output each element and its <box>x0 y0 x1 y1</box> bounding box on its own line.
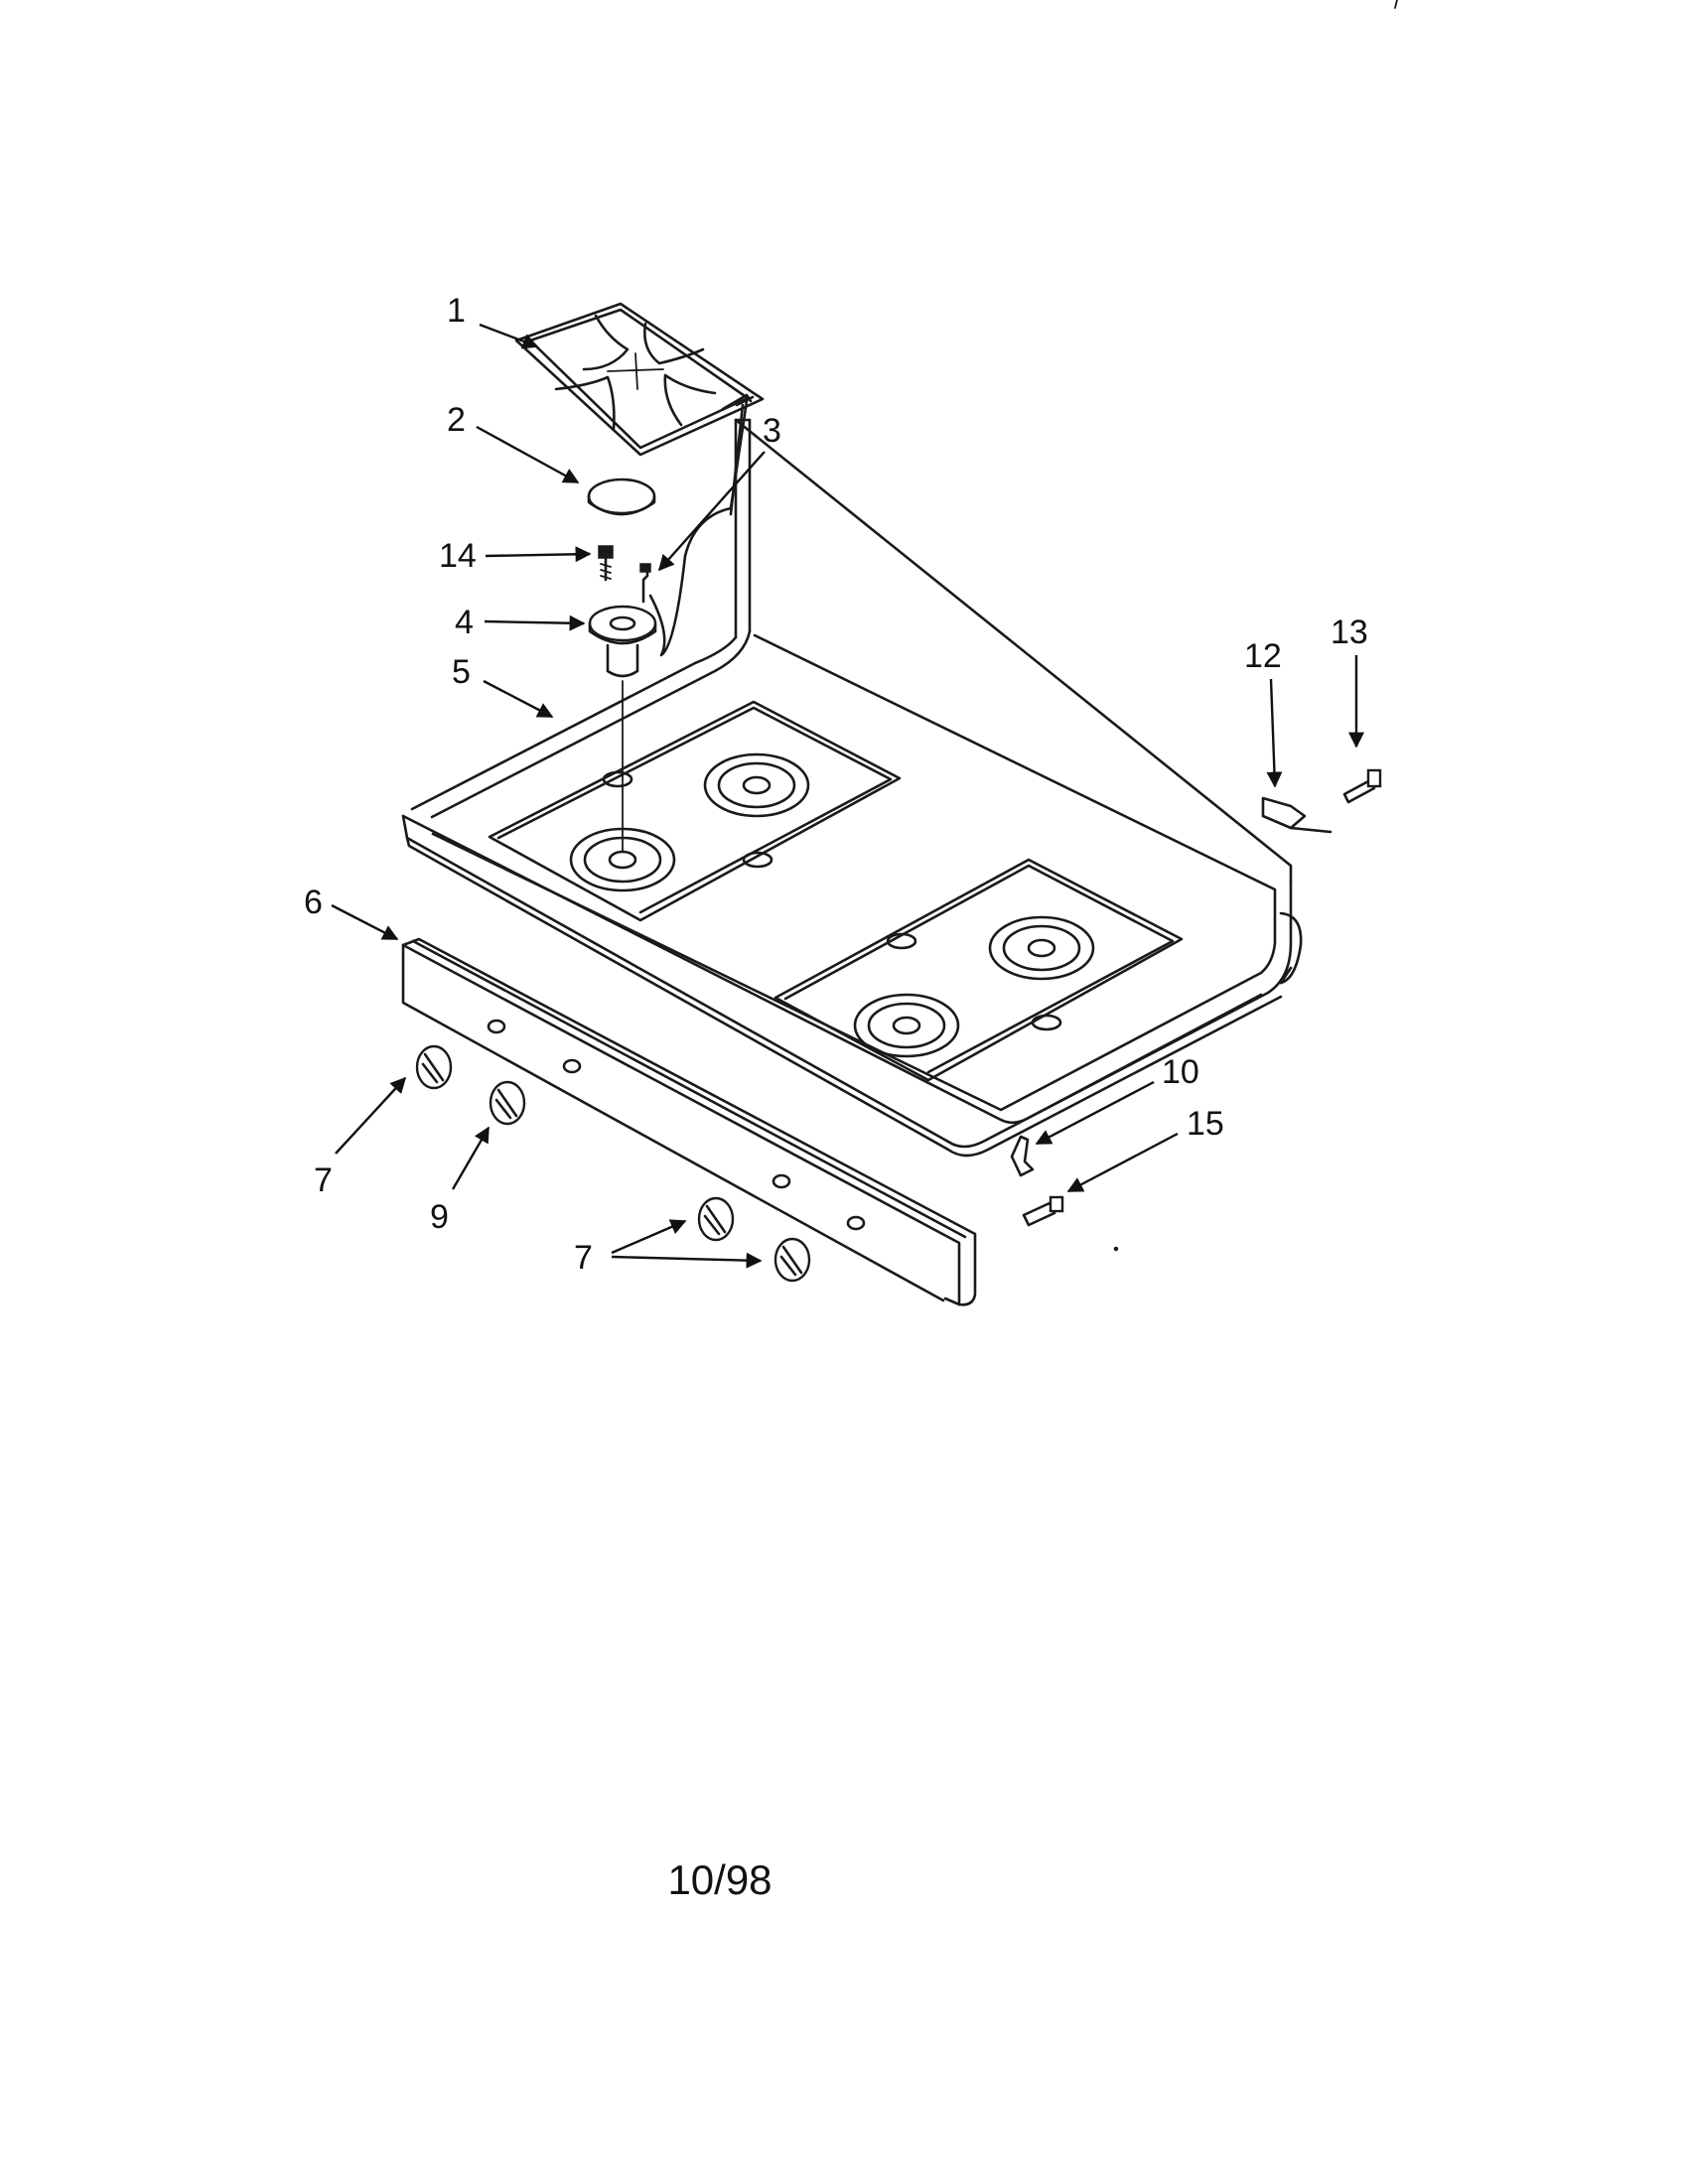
burner-ring-right-front <box>853 993 960 1058</box>
speck <box>1113 1246 1119 1252</box>
callout-14: 14 <box>439 537 592 575</box>
svg-text:7: 7 <box>314 1161 333 1199</box>
callout-13: 13 <box>1331 614 1368 749</box>
callout-6: 6 <box>304 884 399 941</box>
callout-10: 10 <box>1035 1053 1199 1146</box>
svg-text:14: 14 <box>439 537 477 575</box>
svg-text:1: 1 <box>447 292 466 330</box>
callout-9: 9 <box>430 1126 491 1236</box>
burner-grate <box>514 302 765 457</box>
corner-mark <box>1394 0 1398 9</box>
burner-ring-left-rear <box>703 752 810 818</box>
panel-bracket <box>1010 1135 1035 1177</box>
date-code: 10/98 <box>667 1856 772 1903</box>
callout-7-left: 7 <box>314 1076 407 1199</box>
svg-text:6: 6 <box>304 884 323 921</box>
callout-1: 1 <box>447 292 539 349</box>
igniter-clip <box>1261 796 1333 834</box>
callout-7-right: 7 <box>574 1219 763 1277</box>
cooktop-main-top <box>401 418 1303 1158</box>
svg-text:15: 15 <box>1187 1105 1224 1143</box>
svg-text:9: 9 <box>430 1198 449 1236</box>
surface-burner <box>588 605 657 853</box>
svg-text:7: 7 <box>574 1239 593 1277</box>
svg-text:13: 13 <box>1331 614 1368 651</box>
burner-cap <box>587 478 656 516</box>
callout-5: 5 <box>452 653 554 719</box>
burner-screw <box>598 545 614 582</box>
svg-text:3: 3 <box>763 412 781 450</box>
callout-3: 3 <box>657 412 781 572</box>
burner-ring-right-rear <box>988 915 1095 981</box>
control-knob-1 <box>415 1044 453 1090</box>
callout-12: 12 <box>1244 637 1283 788</box>
svg-text:5: 5 <box>452 653 471 691</box>
control-knob-4 <box>773 1237 811 1283</box>
burner-ring-left-front <box>569 827 676 892</box>
svg-text:12: 12 <box>1244 637 1282 675</box>
igniter-electrode <box>639 393 755 657</box>
callout-2: 2 <box>447 401 580 484</box>
callout-15: 15 <box>1066 1105 1224 1193</box>
svg-text:2: 2 <box>447 401 466 439</box>
control-knob-2 <box>489 1080 526 1126</box>
panel-screw <box>1022 1195 1064 1227</box>
control-knob-3 <box>697 1196 735 1242</box>
control-panel <box>401 937 977 1306</box>
svg-text:4: 4 <box>455 604 474 641</box>
callout-4: 4 <box>455 604 586 641</box>
svg-text:10: 10 <box>1162 1053 1199 1091</box>
igniter-screw <box>1342 768 1382 804</box>
